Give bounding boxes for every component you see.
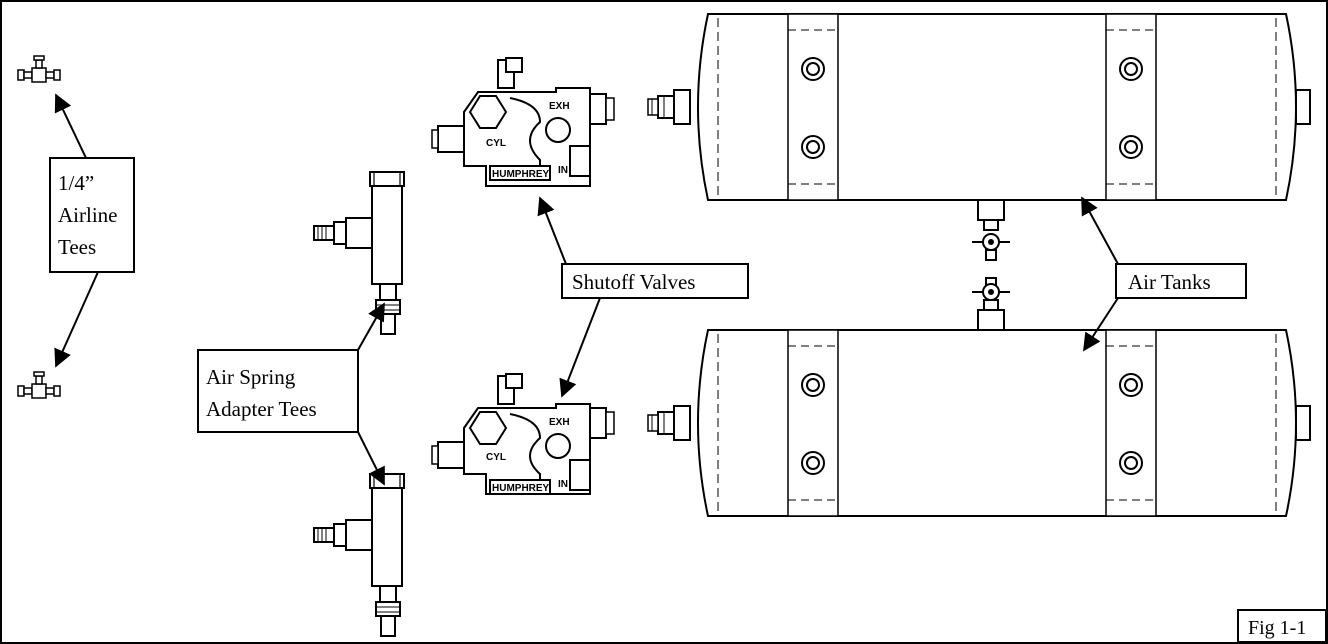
shutoff-valves-label: Shutoff Valves xyxy=(572,270,695,294)
air-tanks-label: Air Tanks xyxy=(1128,270,1211,294)
airline-tee-bottom xyxy=(17,371,61,399)
adapter-tees-label-box xyxy=(197,349,359,433)
leader-arrow xyxy=(54,271,99,368)
air-tank-bottom xyxy=(647,329,1311,517)
adapter-tee-top xyxy=(313,171,405,335)
valve-marking-cyl: CYL xyxy=(486,138,506,149)
adapter-tee-bottom xyxy=(313,473,405,637)
valve-marking-exh: EXH xyxy=(549,417,570,428)
valve-marking-exh: EXH xyxy=(549,101,570,112)
figure-label: Fig 1-1 xyxy=(1248,617,1306,639)
shutoff-valve-top: EXH CYL IN HUMPHREY xyxy=(431,57,615,187)
leader-arrow xyxy=(1083,297,1119,352)
air-tanks-label-box xyxy=(1115,263,1247,299)
valve-marking-in: IN xyxy=(558,479,568,490)
leader-arrow xyxy=(1081,196,1119,265)
airline-tees-label-line3: Tees xyxy=(58,235,96,259)
leader-arrow xyxy=(54,93,87,159)
leader-arrow xyxy=(559,297,601,398)
leader-arrow xyxy=(357,431,385,486)
leader-arrow xyxy=(357,302,385,351)
shutoff-valve-bottom: EXH CYL IN HUMPHREY xyxy=(431,373,615,495)
valve-marking-brand: HUMPHREY xyxy=(492,169,550,180)
valve-marking-brand: HUMPHREY xyxy=(492,483,550,494)
airline-tees-label-line1: 1/4” xyxy=(58,171,94,195)
airline-tees-label-box xyxy=(49,157,135,273)
air-tank-top xyxy=(647,13,1311,201)
airline-tee-top xyxy=(17,55,61,83)
tank-connector xyxy=(972,199,1010,331)
shutoff-valves-label-box xyxy=(561,263,749,299)
valve-marking-cyl: CYL xyxy=(486,452,506,463)
airline-tees-label-line2: Airline xyxy=(58,203,117,227)
adapter-tees-label-line1: Air Spring xyxy=(206,365,296,389)
valve-marking-in: IN xyxy=(558,165,568,176)
adapter-tees-label-line2: Adapter Tees xyxy=(206,397,317,421)
leader-arrow xyxy=(537,196,567,265)
figure-label-box xyxy=(1237,609,1327,643)
